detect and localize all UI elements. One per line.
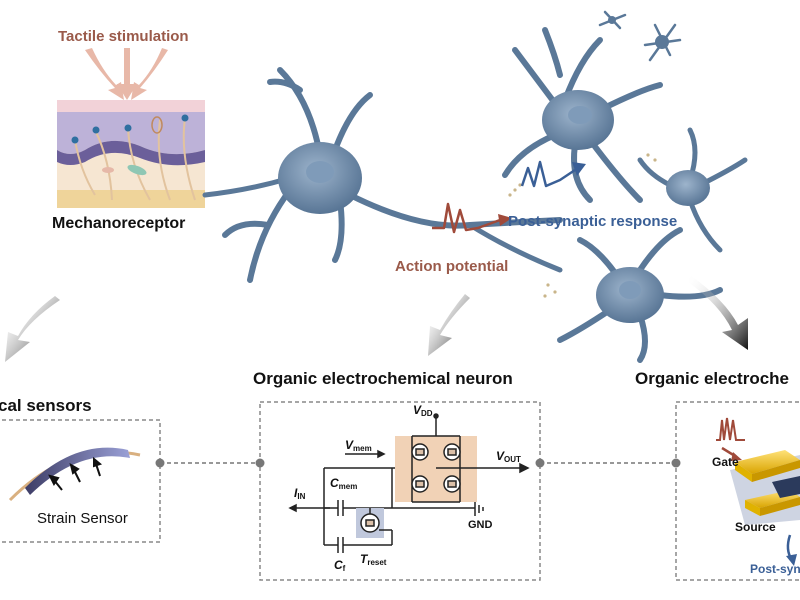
post-syn-label: Post-syn [750, 562, 800, 576]
oen-circuit [288, 413, 530, 553]
middle-right-dot [535, 458, 545, 468]
iin-label: IIN [294, 486, 306, 501]
treset-label: Treset [360, 552, 387, 567]
left-down-arrow [5, 296, 60, 362]
vout-label: VOUT [496, 449, 521, 464]
post-synaptic-label: Post-synaptic response [508, 213, 678, 230]
strain-sensor-caption: Strain Sensor [37, 510, 128, 527]
post-arrowhead [572, 162, 586, 176]
left-connector-dot [155, 458, 165, 468]
cmem-label: Cmem [330, 476, 358, 491]
skin-illustration [57, 100, 205, 208]
action-potential-spike [432, 202, 501, 234]
action-potential-label: Action potential [395, 258, 509, 275]
left-panel-frame [0, 419, 161, 543]
vmem-label: Vmem [345, 438, 372, 453]
strain-sensor-illustration [8, 447, 141, 502]
cf-label: Cf [334, 558, 346, 573]
right-down-arrow [688, 275, 748, 350]
gnd-label: GND [468, 519, 493, 531]
left-panel-title: cal sensors [0, 396, 92, 415]
neuron-network [202, 10, 748, 363]
middle-panel-frame [259, 401, 541, 581]
middle-panel-title: Organic electrochemical neuron [253, 369, 513, 388]
right-panel-frame [675, 401, 800, 581]
gate-label: Gate [712, 455, 739, 469]
oect-illustration [716, 417, 800, 566]
right-panel-title: Organic electroche [635, 369, 790, 388]
action-arrowhead [498, 214, 512, 226]
right-connector-dot [671, 458, 681, 468]
vdd-label: VDD [413, 403, 433, 418]
source-label: Source [735, 520, 776, 534]
tactile-stimulation-label: Tactile stimulation [58, 28, 189, 45]
stimulation-arrows [85, 48, 168, 100]
mechanoreceptor-label: Mechanoreceptor [52, 215, 186, 232]
middle-down-arrow [428, 294, 470, 356]
post-synaptic-spike [520, 160, 576, 188]
middle-left-dot [255, 458, 265, 468]
